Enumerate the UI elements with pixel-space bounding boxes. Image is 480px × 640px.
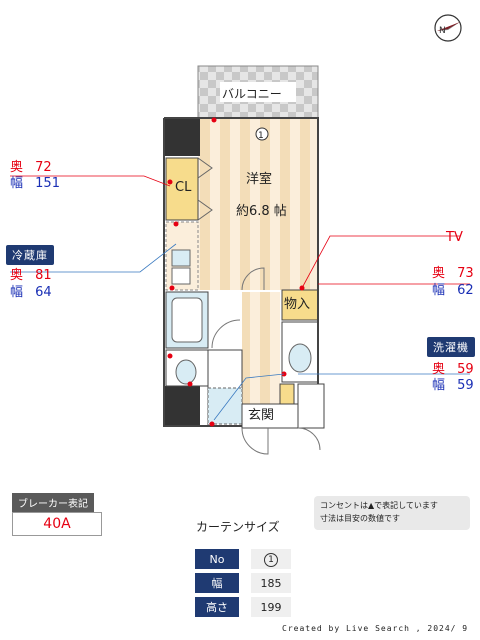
breaker-value: 40A [12,512,102,536]
outlet-dot-icon [167,117,305,427]
fridge-depth: 奥 81 [10,268,52,283]
curtain-header: 幅 [195,573,239,593]
storage [281,289,319,321]
table-row: 高さ 199 [195,597,291,617]
closet-label: CL [175,180,192,195]
room-name: 洋室 [246,172,273,187]
western-room [198,118,318,290]
curtain-header: 高さ [195,597,239,617]
curtain-value: 1 [251,549,291,569]
curtain-value: 199 [251,597,291,617]
svg-text:N: N [439,26,446,36]
fridge-tag: 冷蔵庫 [6,245,54,265]
wall-block [164,386,200,426]
window-number: 1 [258,131,264,141]
note-line-2: 寸法は目安の数値です [320,514,400,523]
curtain-table: No 1 幅 185 高さ 199 [195,545,291,621]
curtain-header: No [195,549,239,569]
sink-icon [171,249,191,267]
footer-credit: Created by Live Search , 2024/ 9 [282,624,469,633]
entrance-label: 玄関 [248,408,275,423]
washer-tag: 洗濯機 [427,337,475,357]
washer-depth: 奥 59 [432,362,474,377]
table-row: No 1 [195,549,291,569]
hallway [242,292,280,404]
table-row: 幅 185 [195,573,291,593]
washer-width: 幅 59 [432,378,474,393]
storage-width: 幅 62 [432,283,474,298]
curtain-value: 185 [251,573,291,593]
closet-width: 幅 151 [10,176,60,191]
curtain-title: カーテンサイズ [196,520,280,534]
compass-icon: N [434,14,462,42]
shoe-box [297,383,325,429]
note-line-1: コンセントは▲で表記しています [320,501,438,510]
closet-depth: 奥 72 [10,160,52,175]
storage-label: 物入 [284,297,311,312]
breaker-label: ブレーカー表記 [12,493,94,512]
fridge-width: 幅 64 [10,285,52,300]
entrance [241,403,299,429]
breaker-panel: ブレーカー表記 40A [12,492,102,536]
room-area: 約6.8 帖 [236,204,287,219]
wall-block [164,118,200,156]
window-marker [255,127,269,141]
stove-icon [171,267,191,285]
tv-label: TV [446,230,463,245]
notes-box: コンセントは▲で表記しています 寸法は目安の数値です [314,496,470,530]
storage-depth: 奥 73 [432,266,474,281]
closet [165,157,199,221]
balcony-label: バルコニー [222,87,282,101]
